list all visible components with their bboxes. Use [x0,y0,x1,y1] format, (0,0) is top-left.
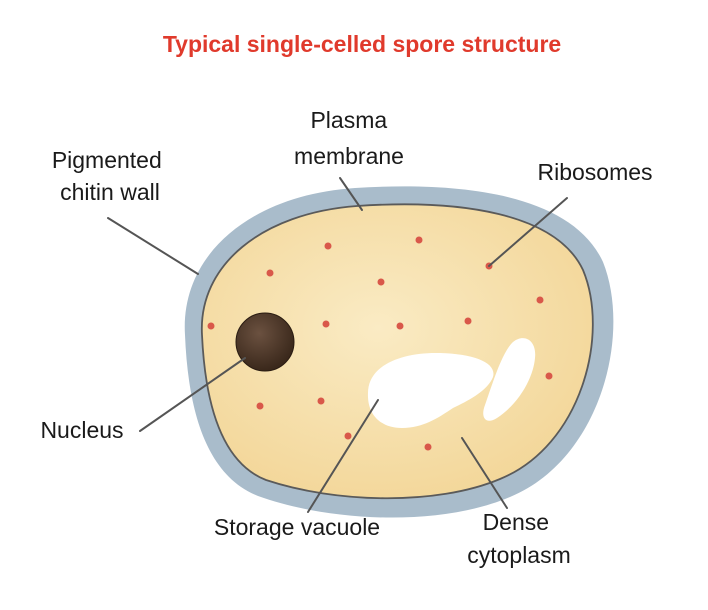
leader-lines [107,177,568,513]
label-plasma-membrane-line2: membrane [294,143,404,169]
label-storage-vacuole: Storage vacuole [214,514,380,540]
label-plasma-membrane-line1: Plasma [310,107,387,133]
leader-line-chitin-wall [107,217,199,275]
ribosome [424,443,432,451]
ribosome [344,432,352,440]
label-storage-vacuole-line1: Storage vacuole [214,514,380,540]
label-dense-cytoplasm-line1: Dense [483,509,549,535]
ribosome [256,402,264,410]
leader-line-ribosomes [488,197,568,267]
ribosome [396,322,404,330]
ribosomes [207,236,553,451]
ribosome [317,397,325,405]
label-dense-cytoplasm: Dense cytoplasm [467,509,571,568]
label-plasma-membrane: Plasma membrane [294,107,404,169]
ribosome [464,317,472,325]
label-pigmented-chitin-wall: Pigmented chitin wall [52,147,168,205]
leader-line-nucleus [139,357,246,432]
ribosome [266,269,274,277]
label-nucleus-line1: Nucleus [40,417,123,443]
storage-vacuole [367,352,494,428]
label-pigmented-chitin-wall-line1: Pigmented [52,147,162,173]
ribosome [377,278,385,286]
ribosome [207,322,215,330]
diagram-title: Typical single-celled spore structure [163,31,561,57]
leader-line-dense-cytoplasm [461,437,508,509]
label-ribosomes: Ribosomes [537,159,652,185]
ribosome [536,296,544,304]
ribosome [322,320,330,328]
leader-line-storage-vacuole [307,399,379,513]
ribosome [324,242,332,250]
leader-line-plasma-membrane [339,177,363,211]
ribosome [545,372,553,380]
ribosome [415,236,423,244]
cytoplasm [201,203,594,500]
label-pigmented-chitin-wall-line2: chitin wall [60,179,160,205]
label-ribosomes-line1: Ribosomes [537,159,652,185]
label-dense-cytoplasm-line2: cytoplasm [467,542,571,568]
label-nucleus: Nucleus [40,417,123,443]
storage-vacuole-small [483,338,536,421]
nucleus [235,312,295,372]
